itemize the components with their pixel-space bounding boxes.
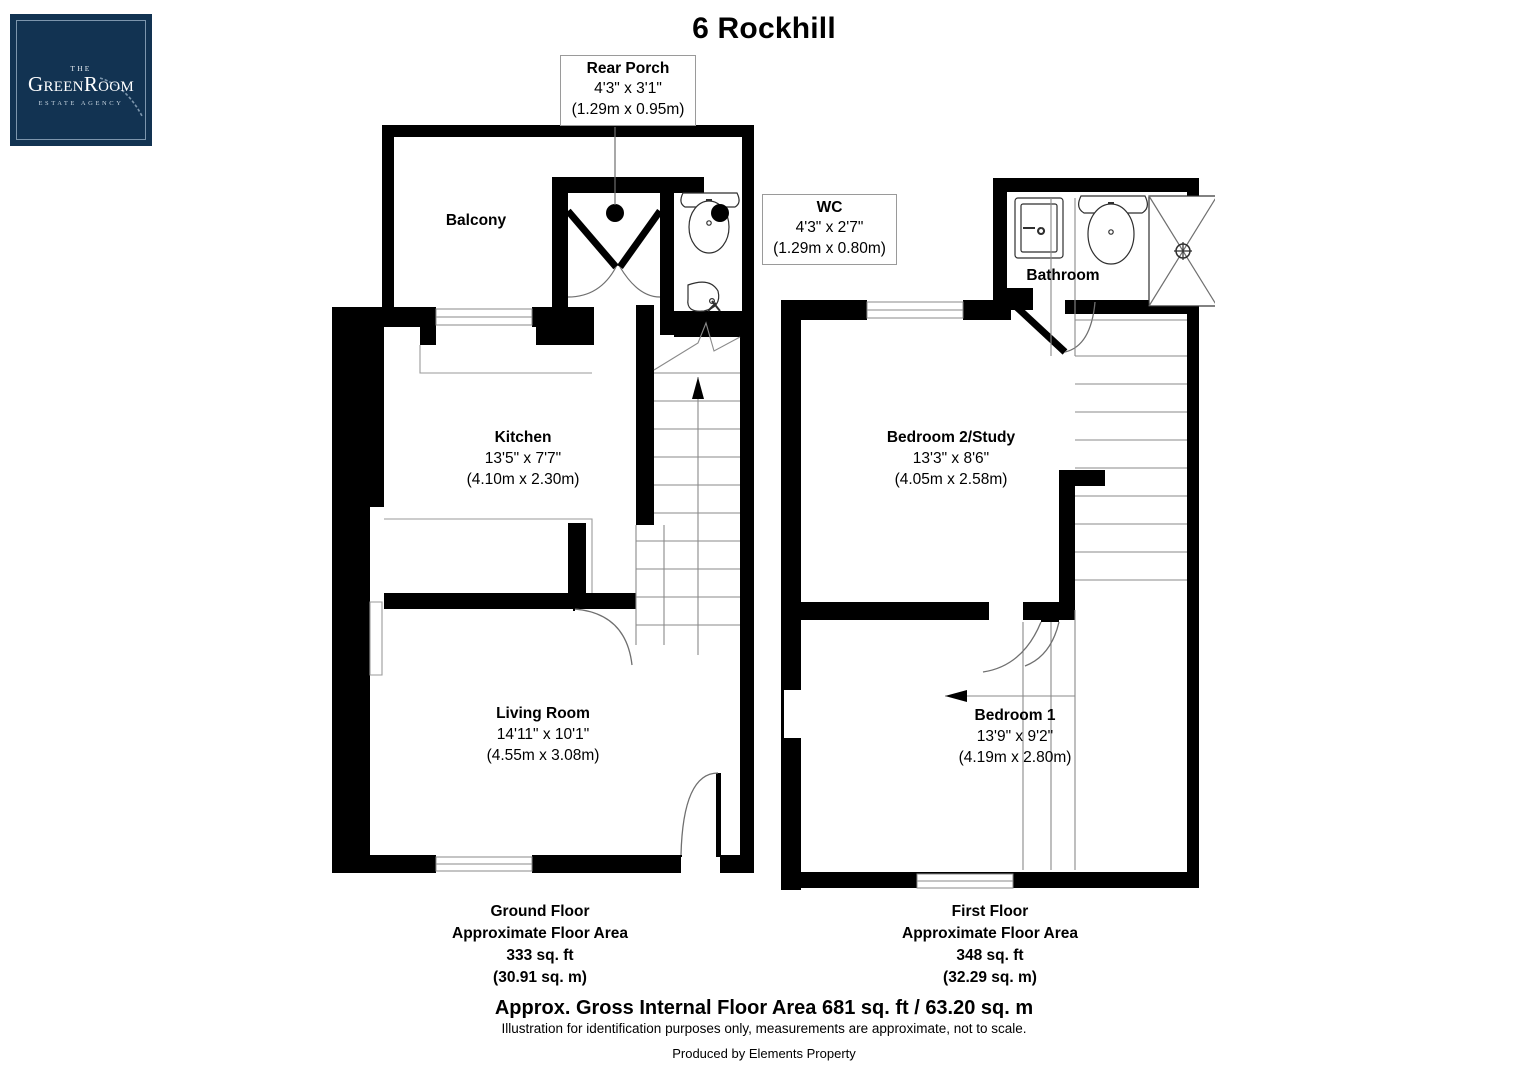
room-label-balcony: Balcony xyxy=(390,211,562,232)
bathroom-door xyxy=(1006,297,1096,355)
room-label-bathroom: Bathroom xyxy=(980,266,1146,287)
ground-floor-caption: Ground Floor Approximate Floor Area 333 … xyxy=(390,901,690,989)
bedroom1-name: Bedroom 1 xyxy=(974,707,1056,724)
room-label-bedroom2: Bedroom 2/Study 13'3" x 8'6" (4.05m x 2.… xyxy=(828,428,1074,491)
page-title: 6 Rockhill xyxy=(692,12,836,45)
ground-floor-area-ft: 333 sq. ft xyxy=(506,947,574,964)
callout-wc: WC 4'3" x 2'7" (1.29m x 0.80m) xyxy=(762,194,897,266)
logo-wordmark: GREENROOM xyxy=(27,72,135,96)
room-label-kitchen: Kitchen 13'5" x 7'7" (4.10m x 2.30m) xyxy=(400,428,646,491)
living-room-dim-metric: (4.55m x 3.08m) xyxy=(486,746,600,764)
front-door xyxy=(680,772,721,857)
logo-text-block: THE GREENROOM ESTATE AGENCY xyxy=(10,64,152,107)
stairs-break-line xyxy=(653,321,741,371)
balcony-name: Balcony xyxy=(445,212,507,229)
wc-name: WC xyxy=(816,199,843,216)
first-floor-stairs xyxy=(945,198,1187,870)
gross-internal-area: Approx. Gross Internal Floor Area 681 sq… xyxy=(494,997,1034,1019)
logo-tagline: ESTATE AGENCY xyxy=(38,100,124,107)
room-label-living-room: Living Room 14'11" x 10'1" (4.55m x 3.08… xyxy=(420,704,666,767)
kitchen-worktop-upper xyxy=(419,345,592,374)
living-room-name: Living Room xyxy=(496,705,590,722)
rear-porch-name: Rear Porch xyxy=(586,60,670,77)
rear-porch-doors xyxy=(565,127,663,298)
first-floor-caption: First Floor Approximate Floor Area 348 s… xyxy=(840,901,1140,989)
bedroom1-dim-metric: (4.19m x 2.80m) xyxy=(958,748,1072,766)
bathroom-name: Bathroom xyxy=(1026,267,1100,284)
wc-basin-icon xyxy=(687,281,720,312)
bedroom2-dim-imperial: 13'3" x 8'6" xyxy=(912,449,990,467)
first-floor-plan xyxy=(781,178,1215,890)
room-label-bedroom1: Bedroom 1 13'9" x 9'2" (4.19m x 2.80m) xyxy=(892,706,1138,769)
produced-by-text: Produced by Elements Property xyxy=(672,1046,856,1061)
ground-stairs xyxy=(635,321,741,655)
living-room-dim-imperial: 14'11" x 10'1" xyxy=(496,725,590,743)
first-floor-area-m: (32.29 sq. m) xyxy=(943,969,1037,986)
ground-floor-plan xyxy=(332,125,754,873)
landing-door xyxy=(1024,621,1060,667)
ground-floor-area-label: Approximate Floor Area xyxy=(452,925,628,942)
bedroom1-door xyxy=(982,621,1042,673)
first-floor-area-label: Approximate Floor Area xyxy=(902,925,1078,942)
agency-logo: THE GREENROOM ESTATE AGENCY xyxy=(10,14,152,146)
kitchen-dim-imperial: 13'5" x 7'7" xyxy=(484,449,562,467)
stairs-up-arrow xyxy=(692,377,704,399)
callout-rear-porch: Rear Porch 4'3" x 3'1" (1.29m x 0.95m) xyxy=(560,55,696,127)
rear-porch-dim-metric: (1.29m x 0.95m) xyxy=(571,100,685,118)
logo-swash-icon xyxy=(99,77,143,117)
disclaimer-text: Illustration for identification purposes… xyxy=(501,1021,1027,1036)
first-floor-name: First Floor xyxy=(951,903,1029,920)
kitchen-dim-metric: (4.10m x 2.30m) xyxy=(466,470,580,488)
rear-porch-dim-imperial: 4'3" x 3'1" xyxy=(594,80,662,98)
kitchen-name: Kitchen xyxy=(494,429,552,446)
wc-door-marker xyxy=(711,204,729,222)
first-floor-area-ft: 348 sq. ft xyxy=(956,947,1024,964)
wc-dim-imperial: 4'3" x 2'7" xyxy=(795,219,864,237)
logo-the: THE xyxy=(70,64,92,73)
kitchen-living-door xyxy=(573,607,633,666)
chimney-recess xyxy=(369,601,383,676)
bedroom2-name: Bedroom 2/Study xyxy=(886,429,1016,446)
bedroom1-dim-imperial: 13'9" x 9'2" xyxy=(976,727,1054,745)
wc-dim-metric: (1.29m x 0.80m) xyxy=(773,239,886,257)
bedroom2-dim-metric: (4.05m x 2.58m) xyxy=(894,470,1008,488)
bedroom1-wall-recess xyxy=(783,690,801,738)
bathroom-fixtures xyxy=(1014,195,1215,307)
ground-floor-area-m: (30.91 sq. m) xyxy=(493,969,587,986)
stairs-down-arrow xyxy=(945,690,967,702)
kitchen-worktop-lower xyxy=(384,518,593,593)
wc-fixtures xyxy=(680,192,740,312)
logo-inner-border xyxy=(16,20,146,140)
ground-floor-name: Ground Floor xyxy=(490,903,590,920)
